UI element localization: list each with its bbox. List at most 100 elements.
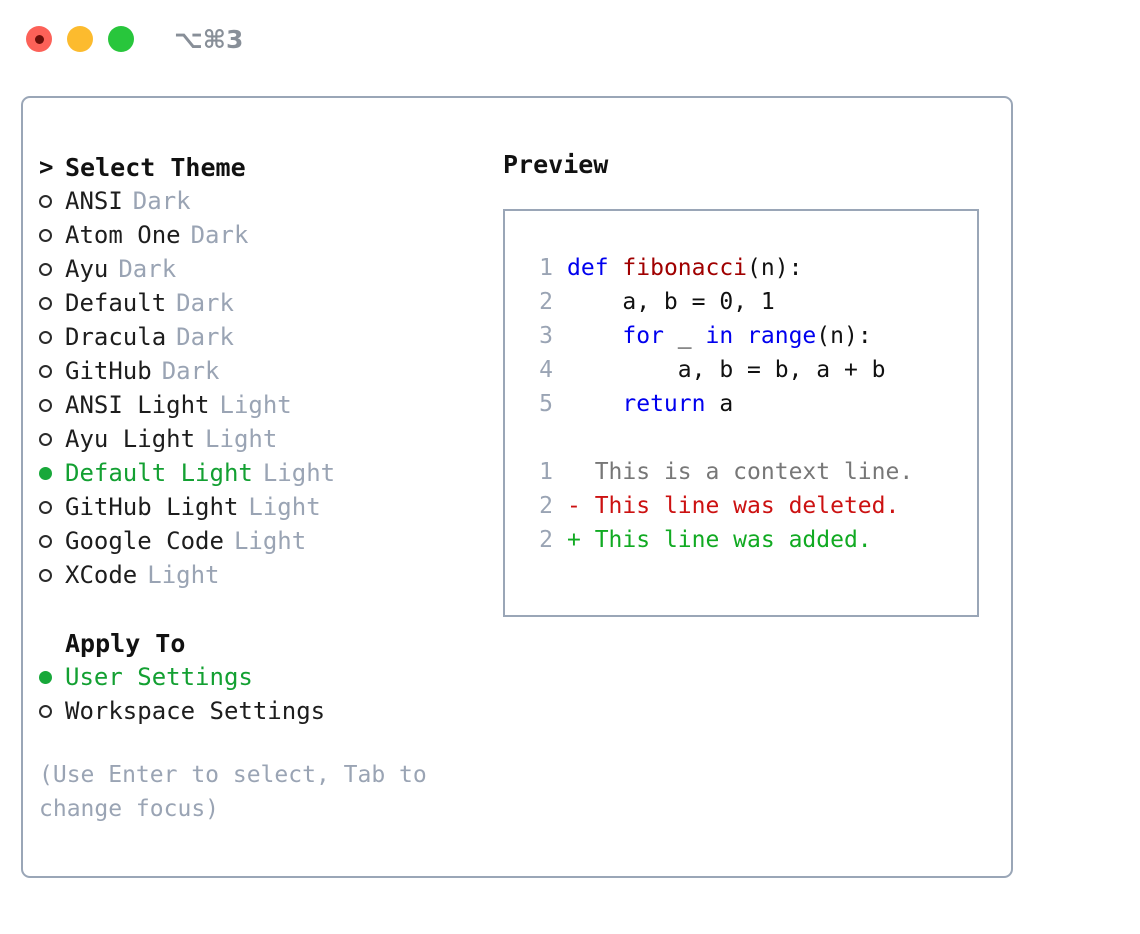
code-token: (n): <box>816 323 872 349</box>
code-line: 2 a, b = 0, 1 <box>523 285 977 319</box>
theme-option-label: ANSI Light <box>65 391 210 419</box>
radio-unselected-icon[interactable] <box>39 704 65 718</box>
diff-line-number: 2 <box>539 493 553 519</box>
theme-option-category: Dark <box>118 255 177 283</box>
section-spacer <box>39 592 479 626</box>
theme-option-label: Ayu Light <box>65 425 196 453</box>
radio-unselected-icon[interactable] <box>39 568 65 582</box>
diff-line: 2+ This line was added. <box>523 523 977 557</box>
radio-unselected-icon[interactable] <box>39 296 65 310</box>
apply-to-header: Apply To <box>39 626 479 660</box>
theme-option[interactable]: ANSI Light Light <box>39 388 479 422</box>
code-line-number: 3 <box>539 323 553 349</box>
apply-to-option[interactable]: User Settings <box>39 660 479 694</box>
keyboard-hint: (Use Enter to select, Tab to change focu… <box>39 762 427 822</box>
code-line-content: a, b = b, a + b <box>567 357 886 383</box>
diff-line: 2- This line was deleted. <box>523 489 977 523</box>
theme-option-category: Dark <box>190 221 249 249</box>
theme-option[interactable]: Default Dark <box>39 286 479 320</box>
code-token <box>609 255 623 281</box>
code-token: def <box>567 255 609 281</box>
theme-option-label: Atom One <box>65 221 181 249</box>
radio-unselected-icon[interactable] <box>39 534 65 548</box>
apply-to-title: Apply To <box>65 628 186 658</box>
theme-option-category: Light <box>262 459 336 487</box>
close-button[interactable] <box>26 26 52 52</box>
radio-unselected-icon[interactable] <box>39 432 65 446</box>
diff-marker <box>567 459 581 485</box>
radio-unselected-icon[interactable] <box>39 228 65 242</box>
minimize-button[interactable] <box>67 26 93 52</box>
theme-option[interactable]: GitHub Dark <box>39 354 479 388</box>
theme-option-category: Dark <box>176 289 234 317</box>
code-token <box>567 323 622 349</box>
radio-unselected-icon[interactable] <box>39 398 65 412</box>
theme-option[interactable]: Default Light Light <box>39 456 479 490</box>
diff-line-content: This is a context line. <box>580 459 914 485</box>
theme-picker-header: > Select Theme <box>39 150 479 184</box>
theme-option-category: Dark <box>176 323 234 351</box>
theme-option-label: ANSI <box>65 187 123 215</box>
theme-option-label: Default <box>65 289 167 317</box>
theme-option-category: Light <box>248 493 321 521</box>
code-token: a, b = 0, 1 <box>567 289 775 315</box>
radio-unselected-icon[interactable] <box>39 194 65 208</box>
radio-selected-icon[interactable] <box>39 670 65 684</box>
apply-to-option-label: Workspace Settings <box>65 697 326 725</box>
radio-selected-icon[interactable] <box>39 466 65 480</box>
theme-option-label: Default Light <box>65 459 253 487</box>
radio-unselected-icon[interactable] <box>39 330 65 344</box>
diff-line-number: 1 <box>539 459 553 485</box>
diff-marker: + <box>567 527 581 553</box>
theme-option[interactable]: Dracula Dark <box>39 320 479 354</box>
theme-option-category: Light <box>147 561 220 589</box>
code-line: 5 return a <box>523 387 977 421</box>
recording-indicator-icon <box>34 34 44 44</box>
title-bar: ⌥⌘3 <box>0 0 1140 78</box>
theme-option-category: Dark <box>161 357 220 385</box>
radio-unselected-icon[interactable] <box>39 500 65 514</box>
apply-to-option-label: User Settings <box>65 663 253 691</box>
diff-line-number: 2 <box>539 527 553 553</box>
apply-to-marker <box>39 631 65 655</box>
diff-marker: - <box>567 493 581 519</box>
theme-option[interactable]: Atom One Dark <box>39 218 479 252</box>
maximize-button[interactable] <box>108 26 134 52</box>
theme-option-label: GitHub Light <box>65 493 239 521</box>
radio-unselected-icon[interactable] <box>39 364 65 378</box>
code-token <box>733 323 747 349</box>
theme-option-category: Light <box>205 425 278 453</box>
diff-line-content: This line was deleted. <box>580 493 900 519</box>
theme-option[interactable]: GitHub Light Light <box>39 490 479 524</box>
code-token: (n): <box>747 255 803 281</box>
theme-option-label: Dracula <box>65 323 167 351</box>
keyboard-shortcut-label: ⌥⌘3 <box>174 24 244 54</box>
code-token: a, b = b, a + b <box>567 357 886 383</box>
code-line-number: 5 <box>539 391 553 417</box>
code-line: 3 for _ in range(n): <box>523 319 977 353</box>
theme-option-category: Light <box>219 391 292 419</box>
code-line: 4 a, b = b, a + b <box>523 353 977 387</box>
code-line-content: a, b = 0, 1 <box>567 289 775 315</box>
code-line: 1 def fibonacci(n): <box>523 251 977 285</box>
theme-option[interactable]: Ayu Light Light <box>39 422 479 456</box>
code-diff-gap <box>523 421 977 455</box>
diff-sample: 1 This is a context line.2- This line wa… <box>523 455 977 557</box>
theme-option-label: Google Code <box>65 527 224 555</box>
apply-to-option[interactable]: Workspace Settings <box>39 694 479 728</box>
radio-unselected-icon[interactable] <box>39 262 65 276</box>
theme-option[interactable]: ANSI Dark <box>39 184 479 218</box>
code-line-number: 1 <box>539 255 553 281</box>
caret-icon: > <box>39 153 54 181</box>
theme-option-category: Dark <box>132 187 191 215</box>
theme-option-label: GitHub <box>65 357 152 385</box>
code-line-content: def fibonacci(n): <box>567 255 802 281</box>
diff-line: 1 This is a context line. <box>523 455 977 489</box>
